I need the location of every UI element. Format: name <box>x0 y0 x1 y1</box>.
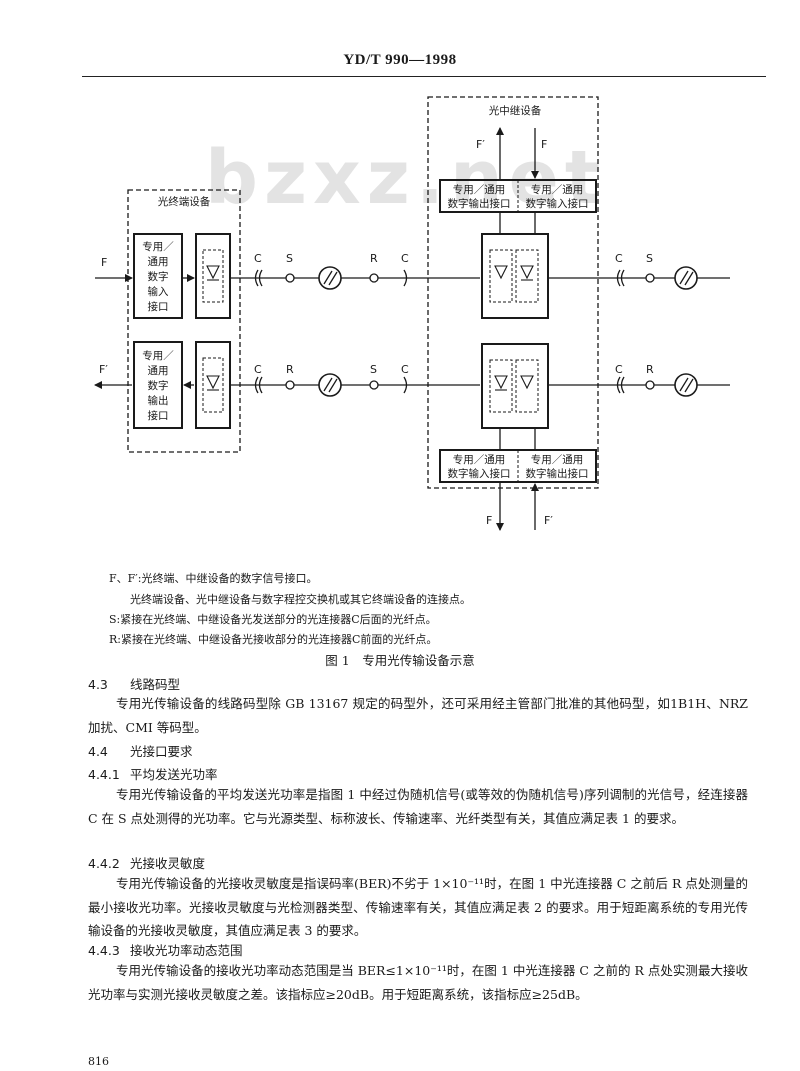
label-C-4: C <box>254 363 262 376</box>
section-number: 4.4.1 <box>88 767 120 782</box>
repeater-upper-regen-box <box>481 233 549 319</box>
label-C-1: C <box>254 252 262 265</box>
repeater-title: 光中继设备 <box>489 104 542 117</box>
standard-header: YD/T 990—1998 <box>343 52 457 68</box>
section-title: 光接口要求 <box>130 744 193 759</box>
label-C-3: C <box>615 252 623 265</box>
section-4-4-1-heading: 4.4.1 平均发送光功率 <box>88 764 218 783</box>
section-number: 4.4.3 <box>88 943 120 958</box>
terminal-rx-box <box>195 341 231 429</box>
terminal-output-line-4: 输出 <box>148 394 169 407</box>
section-4-4-2-body: 专用光传输设备的光接收灵敏度是指误码率(BER)不劣于 1×10⁻¹¹时，在图 … <box>88 876 748 938</box>
label-Fprime-terminal: F′ <box>99 363 108 376</box>
legend-line-2: 光终端设备、光中继设备与数字程控交换机或其它终端设备的连接点。 <box>130 593 471 606</box>
section-title: 接收光功率动态范围 <box>130 943 243 958</box>
section-4-4-3-body: 专用光传输设备的接收光功率动态范围是当 BER≤1×10⁻¹¹时，在图 1 中光… <box>88 963 748 1002</box>
section-number: 4.4.2 <box>88 856 120 871</box>
section-4-3-heading: 4.3 线路码型 <box>88 674 180 693</box>
label-Fprime-rep-top: F′ <box>476 138 485 151</box>
section-4-4-2-heading: 4.4.2 光接收灵敏度 <box>88 853 205 872</box>
label-F-terminal: F <box>101 256 107 269</box>
label-R-1: R <box>370 252 378 265</box>
rep-bot-left-line-1: 专用／通用 <box>453 453 506 466</box>
rep-top-right-line-2: 数字输入接口 <box>526 197 589 210</box>
section-4-3-body: 专用光传输设备的线路码型除 GB 13167 规定的码型外，还可采用经主管部门批… <box>88 696 748 735</box>
repeater-lower-regen-box <box>481 343 549 429</box>
label-C-2: C <box>401 252 409 265</box>
page-number: 816 <box>88 1055 109 1068</box>
terminal-input-line-1: 专用／ <box>142 240 174 253</box>
terminal-input-line-3: 数字 <box>148 270 169 283</box>
terminal-input-interface-box <box>133 233 183 319</box>
terminal-tx-box <box>195 233 231 319</box>
terminal-output-line-5: 接口 <box>148 409 169 422</box>
header-rule <box>82 76 766 77</box>
label-S-2: S <box>646 252 653 265</box>
section-4-4-heading: 4.4 光接口要求 <box>88 741 193 760</box>
label-R-2: R <box>286 363 294 376</box>
terminal-output-line-2: 通用 <box>148 365 169 377</box>
section-number: 4.4 <box>88 744 108 759</box>
section-title: 线路码型 <box>130 677 181 692</box>
rep-bot-left-line-2: 数字输入接口 <box>448 467 511 480</box>
rep-top-right-line-1: 专用／通用 <box>531 183 584 196</box>
figure-1-diagram: 光终端设备 光中继设备 专用／ 通用 数字 输入 接口 专用／ 通用 数字 输出… <box>94 96 730 531</box>
label-R-3: R <box>646 363 654 376</box>
rep-top-left-line-1: 专用／通用 <box>453 183 506 196</box>
label-C-5: C <box>401 363 409 376</box>
legend-line-1: F、F′:光终端、中继设备的数字信号接口。 <box>109 572 318 585</box>
section-4-4-1-body: 专用光传输设备的平均发送光功率是指图 1 中经过伪随机信号(或等效的伪随机信号)… <box>88 787 748 826</box>
legend-line-4: R:紧接在光终端、中继设备光接收部分的光连接器C前面的光纤点。 <box>109 633 438 646</box>
terminal-input-line-4: 输入 <box>148 285 169 298</box>
section-number: 4.3 <box>88 677 108 692</box>
terminal-frame <box>127 189 241 453</box>
terminal-output-interface-box <box>133 341 183 429</box>
figure-caption: 图 1 专用光传输设备示意 <box>325 653 475 668</box>
label-F-rep-top: F <box>541 138 547 151</box>
section-title: 平均发送光功率 <box>130 767 218 782</box>
terminal-title: 光终端设备 <box>158 195 211 208</box>
section-4-4-3-heading: 4.4.3 接收光功率动态范围 <box>88 940 243 959</box>
repeater-frame <box>427 96 599 489</box>
label-F-rep-bottom: F <box>486 514 492 527</box>
rep-bot-right-line-1: 专用／通用 <box>531 453 584 466</box>
rep-top-left-line-2: 数字输出接口 <box>448 197 511 210</box>
terminal-output-line-3: 数字 <box>148 379 169 392</box>
label-S-3: S <box>370 363 377 376</box>
section-title: 光接收灵敏度 <box>130 856 206 871</box>
label-C-6: C <box>615 363 623 376</box>
rep-bot-right-line-2: 数字输出接口 <box>526 467 589 480</box>
terminal-input-line-2: 通用 <box>148 256 169 268</box>
terminal-output-line-1: 专用／ <box>142 349 174 362</box>
legend-line-3: S:紧接在光终端、中继设备光发送部分的光连接器C后面的光纤点。 <box>109 613 437 626</box>
terminal-input-line-5: 接口 <box>148 300 169 313</box>
label-Fprime-rep-bottom: F′ <box>544 514 553 527</box>
label-S-1: S <box>286 252 293 265</box>
